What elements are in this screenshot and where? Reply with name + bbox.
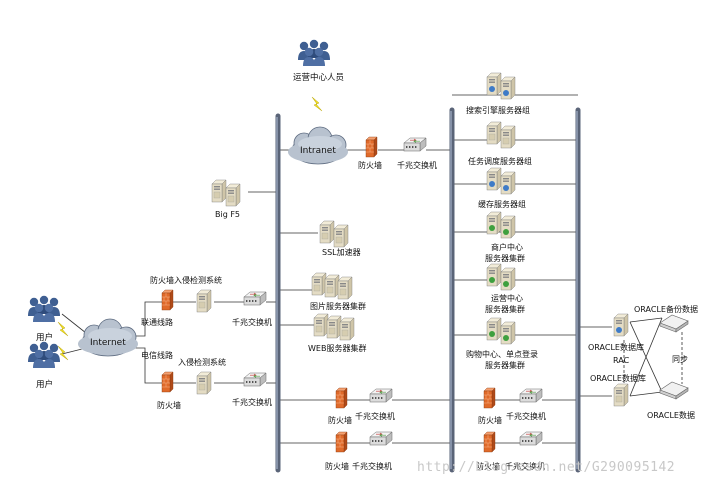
right-firewall-1-label: 防火墙 [478, 415, 502, 425]
merchant-cluster-server-icon [487, 212, 515, 238]
unicom-line-label: 联通线路 [141, 317, 173, 327]
oracle-backup-storage-icon [659, 314, 689, 333]
intranet-switch-icon [403, 137, 427, 152]
left-switch-1-label: 千兆交换机 [232, 317, 272, 327]
oracle-data-storage-icon [659, 381, 689, 400]
internet-label: Internet [90, 338, 126, 348]
right-firewall-2-icon [483, 431, 496, 453]
sync-label: 同步 [672, 355, 688, 364]
shop-label-1: 购物中心、单点登录 [466, 349, 538, 359]
bigf5-server-icon [212, 180, 240, 206]
user-1-label: 用户 [36, 332, 53, 343]
mid-firewall-2-label: 防火墙 [325, 461, 349, 471]
merchant-label-1: 商户中心 [491, 242, 523, 252]
left-switch-1-icon [243, 291, 267, 306]
task-group-server-icon [487, 122, 515, 148]
watermark-text: http://blog.csdn.net/G290095142 [417, 460, 675, 475]
ids-1-server-icon [197, 290, 211, 312]
left-firewall-1-icon [161, 289, 174, 311]
user-2-label: 用户 [36, 379, 53, 390]
mid-switch-2-icon [369, 431, 393, 446]
ssl-accelerator-icon [320, 221, 348, 247]
left-firewall-2-label: 防火墙 [157, 400, 181, 410]
oracle-data-label: ORACLE数据 [647, 410, 695, 420]
web-cluster-label: WEB服务器集群 [308, 343, 366, 353]
mid-switch-2-label: 千兆交换机 [352, 461, 392, 471]
shop-label-2: 服务器集群 [485, 360, 525, 370]
cache-group-server-icon [487, 168, 515, 194]
connection-wires [61, 94, 683, 444]
oracle-db-2-label: ORACLE数据库 [590, 373, 646, 383]
left-switch-2-icon [243, 372, 267, 387]
web-cluster-server-icon [314, 314, 354, 340]
lightning-icon [57, 321, 69, 337]
right-switch-1-icon [519, 388, 543, 403]
intranet-label: Intranet [300, 146, 336, 156]
user-1-people-icon [28, 295, 60, 322]
cache-group-label: 缓存服务器组 [478, 199, 526, 209]
rac-label: RAC [613, 356, 630, 365]
mid-firewall-2-icon [335, 431, 348, 453]
telecom-line-label: 电信线路 [141, 350, 173, 360]
ops-center-cluster-server-icon [487, 264, 515, 290]
right-switch-1-label: 千兆交换机 [506, 411, 546, 421]
image-cluster-server-icon [312, 273, 352, 299]
mid-firewall-1-icon [335, 387, 348, 409]
mid-switch-1-label: 千兆交换机 [355, 411, 395, 421]
right-firewall-2-label: 防火墙 [476, 461, 500, 471]
ssl-label: SSL加速器 [322, 247, 361, 257]
oracle-db-2-server-icon [614, 384, 628, 406]
fw-ids-1-label: 防火墙入侵检测系统 [150, 275, 222, 285]
mid-switch-1-icon [369, 388, 393, 403]
ops-staff-label: 运营中心人员 [293, 72, 344, 83]
merchant-label-2: 服务器集群 [485, 253, 525, 263]
right-switch-2-icon [519, 431, 543, 446]
shop-cluster-server-icon [487, 318, 515, 344]
bigf5-label: Big F5 [215, 210, 240, 219]
intranet-firewall-icon [365, 136, 378, 158]
oracle-db-1-label: ORACLE数据库 [588, 342, 644, 352]
search-group-server-icon [487, 73, 515, 99]
right-switch-2-label: 千兆交换机 [505, 461, 545, 471]
left-firewall-2-icon [161, 371, 174, 393]
mid-firewall-1-label: 防火墙 [328, 415, 352, 425]
user-2-people-icon [28, 341, 60, 368]
task-group-label: 任务调度服务器组 [468, 156, 532, 166]
oracle-db-1-server-icon [614, 314, 628, 336]
right-firewall-1-icon [483, 387, 496, 409]
ops-center-label-1: 运营中心 [491, 293, 523, 303]
ids-2-server-icon [197, 372, 211, 394]
intranet-switch-label: 千兆交换机 [397, 160, 437, 170]
left-switch-2-label: 千兆交换机 [232, 397, 272, 407]
search-group-label: 搜索引擎服务器组 [466, 105, 530, 115]
ops-staff-people-icon [298, 39, 330, 66]
image-cluster-label: 图片服务器集群 [310, 301, 366, 311]
lightning-icon [311, 96, 323, 112]
oracle-backup-label: ORACLE备份数据 [634, 304, 698, 314]
network-backbone-buses [275, 107, 581, 473]
ids-2-label: 入侵检测系统 [178, 357, 226, 367]
intranet-firewall-label: 防火墙 [358, 160, 382, 170]
ops-center-label-2: 服务器集群 [485, 304, 525, 314]
